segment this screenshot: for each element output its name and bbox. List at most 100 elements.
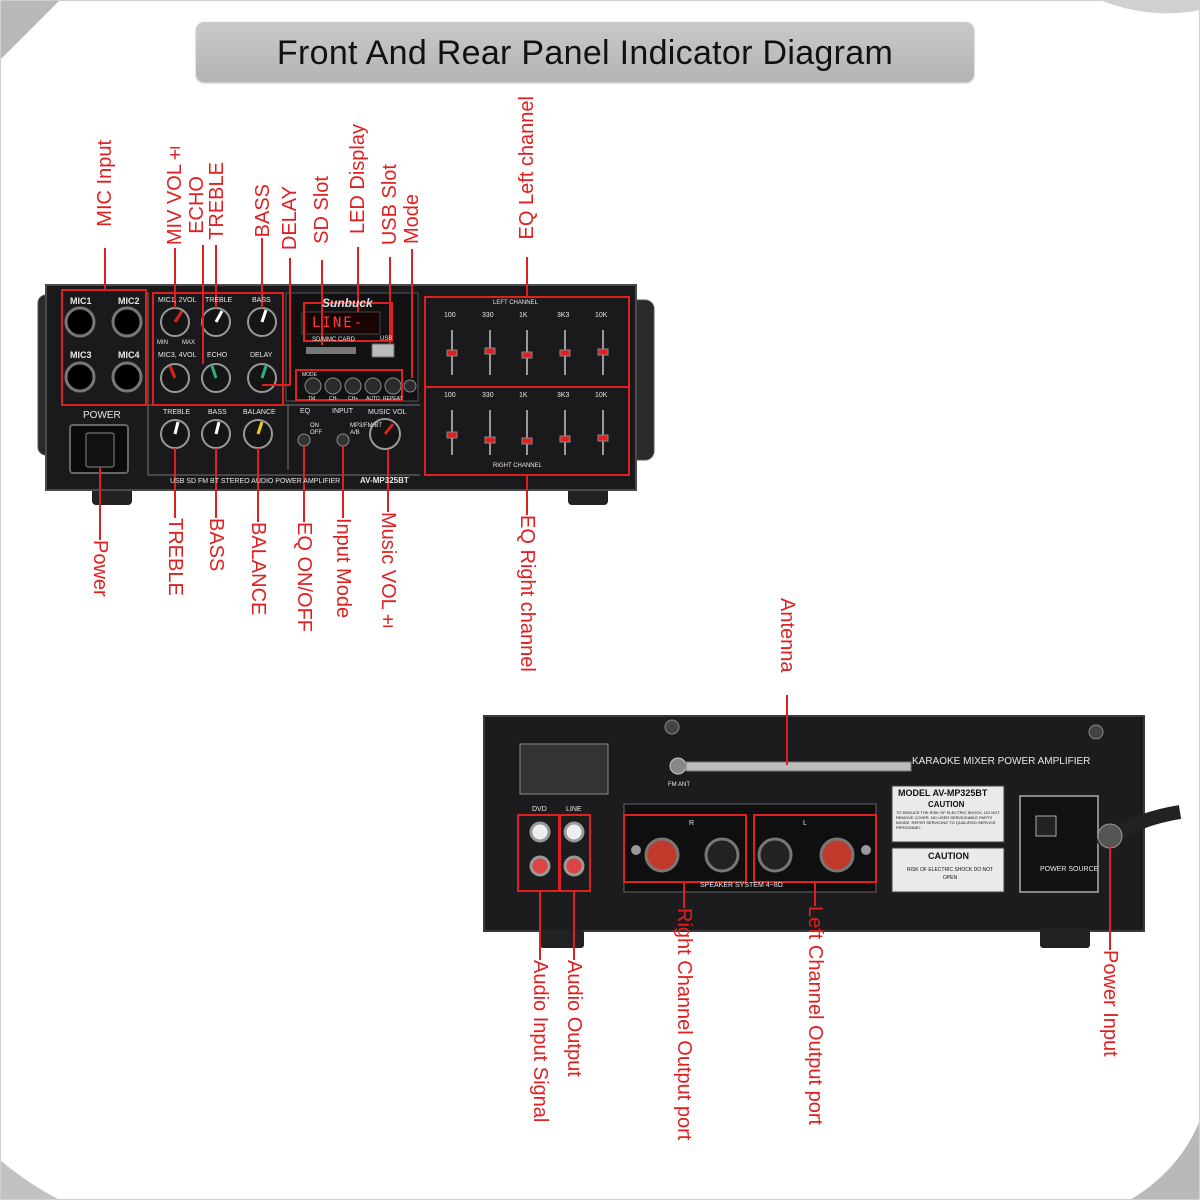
usb-slot [371,343,395,358]
label-input-mode: Input Mode [332,518,354,619]
eq-freq-label: 10K [595,392,608,399]
label-mic-input: MIC Input [94,140,116,227]
rear-vent [519,743,609,795]
input-modes-label: MP3/FM/BT [350,423,383,429]
eq-on-label: ON [310,423,319,429]
speaker-system-label: SPEAKER SYSTEM 4~8Ω [700,882,783,889]
eq-freq-label: 100 [444,312,456,319]
eq-slider-knob [521,437,533,445]
eq-slider-knob [597,434,609,442]
eq-freq-label: 1K [519,392,528,399]
label-power-input: Power Input [1099,950,1121,1057]
label-antenna: Antenna [776,598,798,673]
eq-slider-knob [597,348,609,356]
label-music-vol: Music VOL± [377,512,399,632]
power-source-panel [1019,795,1099,893]
power-label: POWER [83,410,121,421]
mode-buttons [304,377,417,395]
rear-leader-lines [539,695,1111,960]
button-label-tm: TM [308,396,316,402]
label-audio-output: Audio Output [563,960,585,1077]
model-plate [891,785,1005,843]
front-leader-lines-top [104,238,528,386]
input-av-label: A/B [350,430,360,436]
eq-freq-label: 1K [519,312,528,319]
power-source-label: POWER SOURCE [1040,866,1099,873]
front-model: AV-MP325BT [360,476,409,485]
eq-slider-knob [446,431,458,439]
label-bass-top: BASS [252,184,274,238]
label-treble-top: TREBLE [206,162,228,240]
eq-freq-label: 100 [444,392,456,399]
eq-freq-label: 330 [482,312,494,319]
knob-label-delay: DELAY [250,352,273,359]
eq-right-title: RIGHT CHANNEL [493,463,542,469]
eq-slider-knob [484,436,496,444]
sd-slot [306,347,356,354]
label-usb-slot: USB Slot [379,164,401,246]
rca-jacks [529,821,585,877]
mic2-label: MIC2 [118,296,140,306]
usb-label: USB [380,336,393,342]
min-label: MIN [157,340,168,346]
button-label-repeat: REPEAT [383,396,403,402]
led-text: LINE- [312,315,365,331]
led-box [303,302,393,342]
r-channel-letter: R [689,820,695,827]
eq-slider-knob [559,435,571,443]
mode-box [295,369,403,401]
eq-slider-knob [446,349,458,357]
brand-logo: Sunbuck [322,296,373,310]
fm-ant-label: FM ANT [668,782,690,788]
mic-jacks [64,306,143,393]
mic1-label: MIC1 [70,296,92,306]
label-balance: BALANCE [247,522,269,616]
label-eq-left: EQ Left channel [516,96,538,240]
max-label: MAX [182,340,196,346]
label-mode: Mode [401,194,423,245]
eq-off-label: OFF [310,430,322,436]
button-label-ch-minus: CH- [329,396,338,402]
button-label-auto: AUTO [366,396,380,402]
knob-label-treble: TREBLE [163,409,191,416]
mic4-label: MIC4 [118,350,140,360]
front-leader-lines-bottom [99,446,528,540]
input-switch-label: INPUT [332,408,353,415]
label-audio-input-signal: Audio Input Signal [529,960,551,1123]
knob-label-mic34: MIC3, 4VOL [158,352,197,359]
eq-slider-knob [559,349,571,357]
eq-sliders [446,330,609,455]
speaker-terminals [631,837,871,873]
caution1-text: TO REDUCE THE RISK OF ELECTRIC SHOCK, DO… [896,810,1000,830]
knob-label-bass: BASS [208,409,227,416]
label-echo: ECHO [186,176,208,234]
label-treble-bottom: TREBLE [164,518,186,596]
caution2-title: CAUTION [928,851,969,861]
dvd-label: DVD [532,806,547,813]
eq-left-title: LEFT CHANNEL [493,300,538,306]
button-label-ch-plus: CH+ [348,396,359,402]
knob-label-balance: BALANCE [243,409,276,416]
label-miv-vol: MIV VOL± [164,142,186,246]
eq-slider-knob [484,347,496,355]
l-channel-letter: L [803,820,807,827]
label-left-channel-output: Left Channel Output port [804,906,826,1126]
knob-label-bass-top: BASS [252,297,271,304]
caution1-title: CAUTION [928,800,965,809]
antenna-rod [685,761,912,772]
sd-label: SD/MMC CARD [312,337,355,343]
knob-label-echo: ECHO [207,352,228,359]
caution-plate [891,847,1005,893]
label-delay: DELAY [279,186,301,251]
title-banner: Front And Rear Panel Indicator Diagram [196,22,974,82]
label-eq-right: EQ Right channel [516,515,538,672]
eq-freq-label: 3K3 [557,312,570,319]
mic3-label: MIC3 [70,350,92,360]
rear-header: KARAOKE MIXER POWER AMPLIFIER [912,756,1091,767]
button-label-mode: MODE [302,372,317,378]
label-right-channel-output: Right Channel Output port [673,908,695,1141]
line-label: LINE [566,806,582,813]
label-bass-bottom: BASS [205,518,227,572]
